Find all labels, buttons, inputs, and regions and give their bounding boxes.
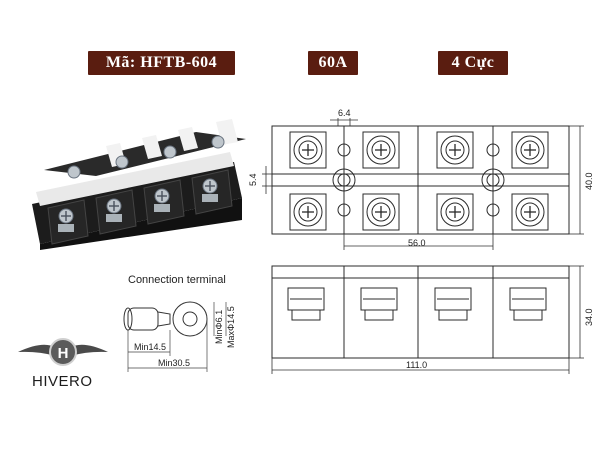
side-view-drawing: 34.0 111.0 <box>271 265 594 374</box>
min-inner-dia-label: MinΦ6.1 <box>214 310 224 344</box>
brand-name: HIVERO <box>32 373 93 390</box>
screw-icon <box>289 131 549 231</box>
screw-icon <box>58 135 225 224</box>
connection-terminal-drawing: Min14.5 Min30.5 MinΦ6.1 MaxΦ14.5 <box>123 301 236 372</box>
max-outer-dia-label: MaxΦ14.5 <box>226 306 236 348</box>
height-dimension-side: 34.0 <box>584 308 594 326</box>
current-rating-badge: 60A <box>308 51 358 75</box>
logo-letter: H <box>58 345 69 362</box>
product-photo <box>32 119 246 250</box>
min-total-length-label: Min30.5 <box>158 358 190 368</box>
screw-icon <box>287 287 547 321</box>
pole-count-badge: 4 Cực <box>438 51 508 75</box>
hole-dimension: 5.4 <box>248 173 258 186</box>
height-dimension-top: 40.0 <box>584 172 594 190</box>
terminal-title: Connection terminal <box>128 274 226 286</box>
pitch-dimension: 6.4 <box>338 108 351 118</box>
spacing-dimension: 56.0 <box>408 238 426 248</box>
model-code-badge: Mã: HFTB-604 <box>88 51 235 75</box>
min-length-label: Min14.5 <box>134 342 166 352</box>
hivero-logo-icon: H <box>18 338 108 366</box>
length-dimension: 111.0 <box>406 360 427 370</box>
top-view-drawing: 6.4 5.4 40.0 56.0 <box>248 108 594 250</box>
